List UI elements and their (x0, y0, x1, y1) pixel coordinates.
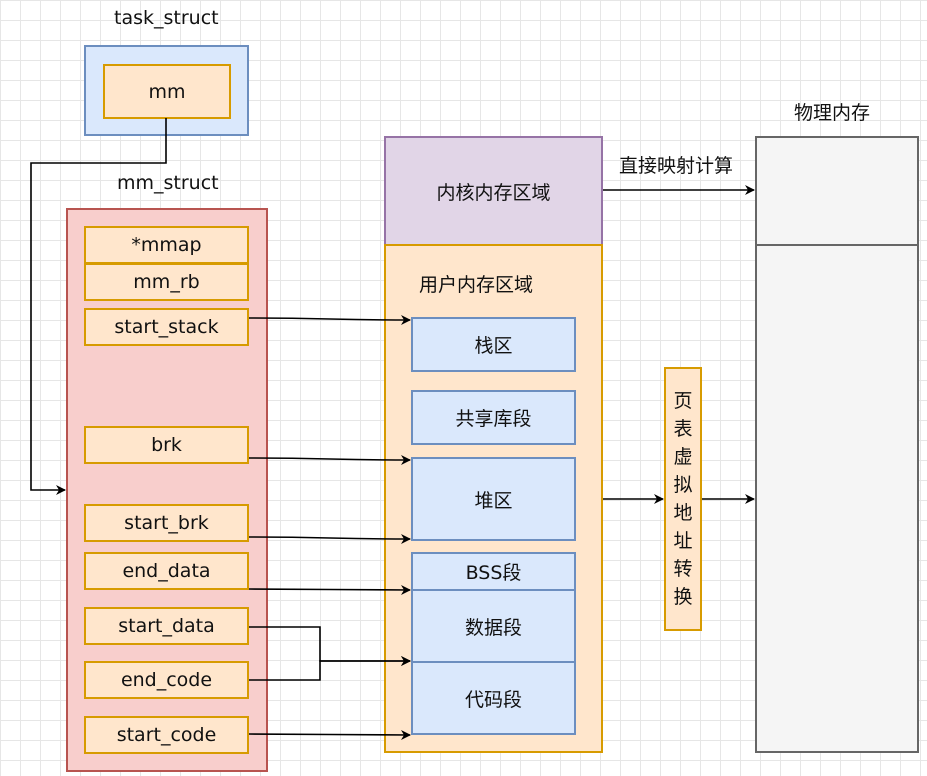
code-segment: 代码段 (411, 661, 576, 735)
start-stack-field: start_stack (84, 308, 249, 346)
user-memory-label: 用户内存区域 (419, 274, 534, 296)
start-data-field: start_data (84, 607, 249, 645)
mmap-field: *mmap (84, 226, 249, 264)
page-table-box: 页表虚拟地址转换 (664, 367, 702, 631)
direct-map-label: 直接映射计算 (619, 155, 734, 177)
shared-library-segment: 共享库段 (411, 390, 576, 445)
physical-memory-title: 物理内存 (794, 102, 871, 124)
task-struct-title: task_struct (114, 7, 219, 29)
end-code-field: end_code (84, 661, 249, 699)
data-segment: 数据段 (411, 589, 576, 663)
physical-memory-kernel-block (755, 136, 919, 246)
kernel-memory-label: 内核内存区域 (436, 181, 551, 204)
bss-segment: BSS段 (411, 552, 576, 591)
heap-segment: 堆区 (411, 457, 576, 541)
mm-struct-title: mm_struct (117, 172, 219, 194)
brk-field: brk (84, 426, 249, 464)
mm-field: mm (103, 64, 231, 119)
start-brk-field: start_brk (84, 504, 249, 542)
mm-rb-field: mm_rb (84, 263, 249, 301)
stack-segment: 栈区 (411, 317, 576, 372)
physical-memory-user-block (755, 244, 919, 753)
start-code-field: start_code (84, 716, 249, 754)
page-table-label: 页表虚拟地址转换 (673, 390, 693, 608)
end-data-field: end_data (84, 552, 249, 590)
kernel-memory-region: 内核内存区域 (384, 136, 603, 246)
